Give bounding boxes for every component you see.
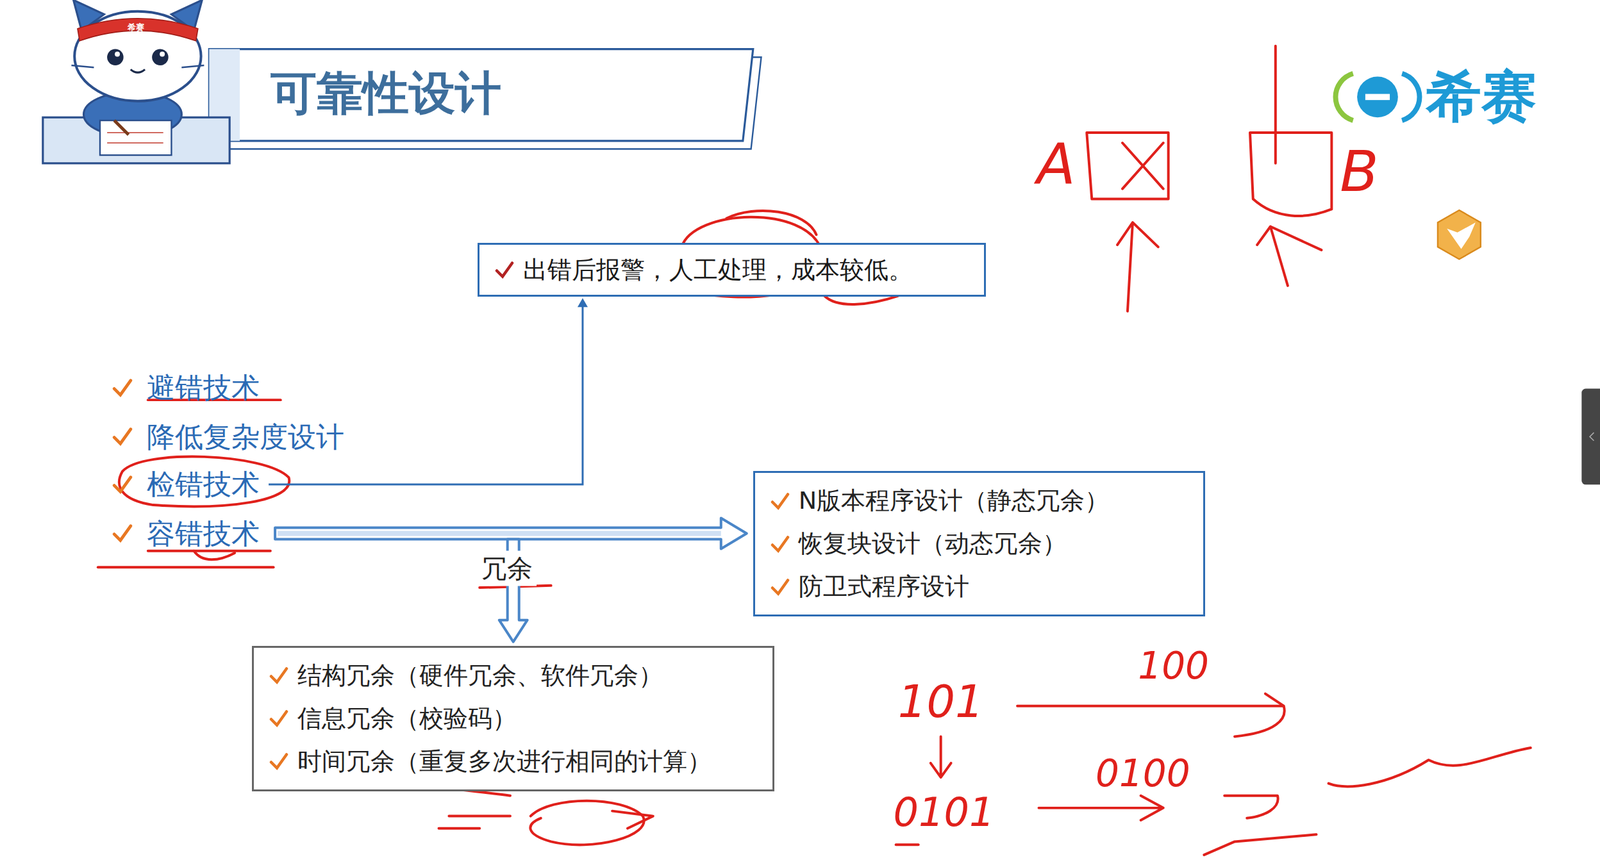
list-item: 避错技术 (112, 369, 260, 406)
content-box: 出错后报警，人工处理，成本较低。 (477, 242, 986, 297)
content-box: 结构冗余（硬件冗余、软件冗余） 信息冗余（校验码） 时间冗余（重复多次进行相同的计算… (251, 646, 775, 792)
box-text: 时间冗余（重复多次进行相同的计算） (297, 745, 712, 779)
handwritten-number: 100 (1137, 644, 1209, 688)
check-mark (770, 491, 790, 511)
check-mark (112, 426, 133, 447)
check-stroke (114, 429, 131, 444)
text-row: 容错技术 (112, 515, 260, 552)
content-box: N版本程序设计（静态冗余） 恢复块设计（动态冗余） 防卫式程序设计 (753, 471, 1206, 617)
text-row: N版本程序设计（静态冗余） (770, 479, 1188, 523)
text-row: 降低复杂度设计 (112, 418, 345, 456)
hand-annotations (98, 46, 1531, 856)
box-text: 信息冗余（校验码） (297, 702, 517, 736)
item-text: 检错技术 (146, 466, 260, 503)
text-row: 出错后报警，人工处理，成本较低。 (494, 255, 969, 284)
check-mark (269, 751, 289, 772)
item-text: 降低复杂度设计 (146, 418, 345, 456)
check-mark (112, 474, 133, 495)
check-mark (770, 577, 790, 597)
check-stroke (772, 537, 788, 551)
check-mark (494, 260, 515, 280)
item-text: 避错技术 (146, 369, 260, 406)
text-row: 恢复块设计（动态冗余） (770, 522, 1188, 566)
check-stroke (772, 494, 788, 508)
list-item: 检错技术 (112, 466, 260, 503)
side-tab (1581, 389, 1600, 486)
box-text: N版本程序设计（静态冗余） (798, 484, 1109, 518)
title-banner (208, 49, 761, 150)
list-item: 降低复杂度设计 (112, 418, 345, 456)
box-text: 防卫式程序设计 (798, 570, 970, 604)
handwritten-letter: A (1036, 130, 1075, 197)
check-mark (112, 523, 133, 544)
handwritten-letter: B (1339, 138, 1379, 205)
check-stroke (271, 755, 287, 769)
text-row: 检错技术 (112, 466, 260, 503)
check-mark (112, 377, 133, 399)
check-stroke (772, 580, 788, 594)
connector-label: 冗余 (477, 551, 537, 587)
logo-icon (1335, 73, 1420, 121)
arrow-head (577, 298, 588, 308)
box-text: 恢复块设计（动态冗余） (798, 527, 1067, 561)
check-stroke (271, 712, 287, 726)
check-mark (269, 666, 289, 686)
text-row: 时间冗余（重复多次进行相同的计算） (269, 740, 758, 784)
mascot-illustration (42, 0, 230, 164)
arrow-inner (277, 530, 722, 536)
connector-line (268, 305, 583, 485)
check-stroke (114, 477, 131, 492)
logo-text: 希赛 (1426, 59, 1537, 135)
text-row: 防卫式程序设计 (770, 565, 1188, 609)
check-stroke (496, 263, 513, 277)
item-text: 容错技术 (146, 515, 260, 552)
title-text: 可靠性设计 (270, 62, 502, 125)
check-mark (770, 534, 790, 554)
handwritten-number: 0100 (1095, 751, 1191, 796)
box-text: 结构冗余（硬件冗余、软件冗余） (297, 659, 663, 693)
handwritten-number: 101 (898, 675, 984, 729)
handwritten-number: 0101 (893, 789, 995, 836)
bird-icon (1437, 210, 1481, 259)
box-text: 出错后报警，人工处理，成本较低。 (523, 253, 913, 287)
check-stroke (114, 380, 131, 395)
check-stroke (271, 669, 287, 683)
connector (268, 298, 588, 485)
text-row: 避错技术 (112, 369, 260, 406)
text-row: 结构冗余（硬件冗余、软件冗余） (269, 654, 758, 698)
check-stroke (114, 526, 131, 541)
text-row: 信息冗余（校验码） (269, 697, 758, 741)
list-item: 容错技术 (112, 515, 260, 552)
headband-text: 希赛 (127, 21, 145, 34)
check-mark (269, 708, 289, 729)
